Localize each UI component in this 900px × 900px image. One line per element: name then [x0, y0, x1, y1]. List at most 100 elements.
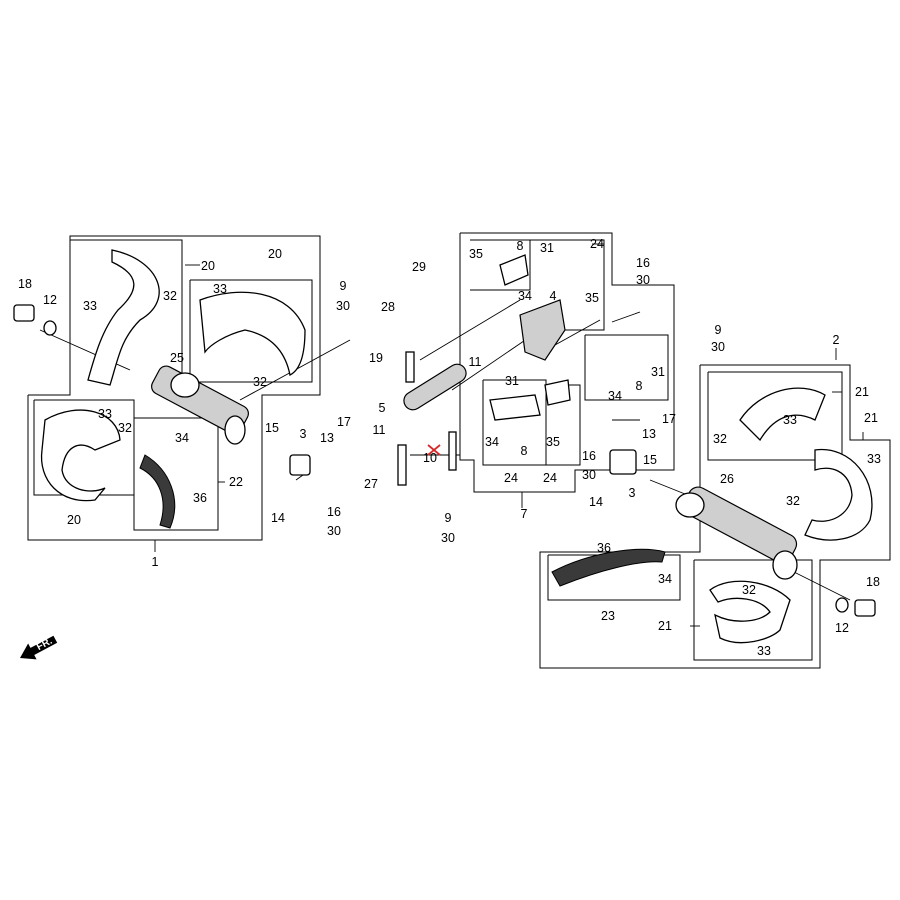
bearing-holder-3-left [289, 454, 311, 476]
callout-lbl-31-b: 31 [505, 374, 519, 388]
callout-lbl-9-c: 9 [715, 323, 722, 337]
auger-blade-21-right [804, 448, 873, 541]
auger-blade-20-lower [40, 409, 121, 502]
callout-lbl-28: 28 [381, 300, 395, 314]
callout-lbl-16-a: 16 [327, 505, 341, 519]
callout-lbl-9-a: 9 [340, 279, 347, 293]
callout-lbl-34-c: 34 [608, 389, 622, 403]
callout-lbl-31-c: 31 [651, 365, 665, 379]
callout-lbl-34-a: 34 [175, 431, 189, 445]
callout-lbl-24-a: 24 [590, 237, 604, 251]
callout-lbl-34-e: 34 [658, 572, 672, 586]
callout-lbl-14-b: 14 [589, 495, 603, 509]
bolt-10 [448, 431, 457, 471]
callout-lbl-20-b: 20 [268, 247, 282, 261]
ribbon-blade-23 [551, 548, 666, 587]
callout-lbl-8-b: 8 [636, 379, 643, 393]
auger-blade-20-right [199, 291, 306, 376]
washer-12-left [43, 320, 57, 336]
callout-lbl-33-a: 33 [83, 299, 97, 313]
callout-lbl-17-a: 17 [337, 415, 351, 429]
callout-lbl-25: 25 [170, 351, 184, 365]
callout-lbl-33-d: 33 [783, 413, 797, 427]
callout-lbl-31-a: 31 [540, 241, 554, 255]
parts [13, 249, 876, 644]
auger-blade-21-top [739, 387, 826, 442]
gear-case-4 [519, 299, 566, 361]
callout-lbl-21-a: 21 [855, 385, 869, 399]
callout-lbl-32-b: 32 [253, 375, 267, 389]
auger-hub-left [170, 372, 200, 398]
callout-lbl-3-a: 3 [300, 427, 307, 441]
callout-lbl-9-b: 9 [445, 511, 452, 525]
callout-lbl-34-d: 34 [485, 435, 499, 449]
callout-lbl-4: 4 [550, 289, 557, 303]
callout-lbl-13-a: 13 [320, 431, 334, 445]
red-x-mark [427, 444, 441, 456]
ribbon-blade-22 [139, 454, 176, 529]
bracket-24-a [499, 254, 529, 286]
bolt-27 [397, 444, 407, 486]
callout-lbl-11-b: 11 [373, 423, 386, 437]
callout-lbl-12-left: 12 [43, 293, 57, 307]
callout-lbl-33-c: 33 [98, 407, 112, 421]
callout-lbl-36-a: 36 [193, 491, 207, 505]
callout-lbl-17-b: 17 [662, 412, 676, 426]
callout-lbl-21-b: 21 [864, 411, 878, 425]
callout-lbl-7: 7 [521, 507, 528, 521]
callout-lbl-21-c: 21 [658, 619, 672, 633]
callout-lbl-30-b: 30 [336, 299, 350, 313]
callout-lbl-30-a: 30 [327, 524, 341, 538]
callout-lbl-12-right: 12 [835, 621, 849, 635]
callout-lbl-36-b: 36 [597, 541, 611, 555]
callout-lbl-23: 23 [601, 609, 615, 623]
callout-lbl-32-f: 32 [742, 583, 756, 597]
callout-lbl-32-d: 32 [713, 432, 727, 446]
flange-bolt-18-right [854, 599, 876, 617]
callout-lbl-15-b: 15 [643, 453, 657, 467]
bearing-holder-3-right [609, 449, 637, 475]
callout-lbl-11-a: 11 [469, 355, 482, 369]
bolt-19 [405, 351, 415, 383]
callout-lbl-15-a: 15 [265, 421, 279, 435]
callout-lbl-24-c: 24 [543, 471, 557, 485]
auger-blade-21-lower [709, 580, 791, 644]
front-arrow-icon: FR. [20, 636, 58, 660]
callout-lbl-5: 5 [379, 401, 386, 415]
callout-lbl-13-b: 13 [642, 427, 656, 441]
auger-drive-shaft-5 [403, 363, 467, 411]
washer-12-right [835, 597, 849, 613]
flange-bolt-18-left [13, 304, 35, 322]
bracket-24-c [544, 379, 571, 406]
callout-lbl-19: 19 [369, 351, 383, 365]
callout-lbl-30-e: 30 [711, 340, 725, 354]
callout-lbl-32-a: 32 [163, 289, 177, 303]
callout-lbl-35-c: 35 [546, 435, 560, 449]
callout-lbl-35-b: 35 [585, 291, 599, 305]
callout-lbl-8-a: 8 [517, 239, 524, 253]
callout-lbl-29: 29 [412, 260, 426, 274]
auger-blade-20-upper [87, 249, 160, 386]
callout-lbl-18-right: 18 [866, 575, 880, 589]
callout-lbl-18-left: 18 [18, 277, 32, 291]
auger-hub-right [224, 415, 246, 445]
callout-lbl-24-b: 24 [504, 471, 518, 485]
callout-lbl-26: 26 [720, 472, 734, 486]
auger-hub-26-left [675, 492, 705, 518]
callout-lbl-14-a: 14 [271, 511, 285, 525]
bracket-24-b [489, 394, 541, 421]
callout-lbl-8-c: 8 [521, 444, 528, 458]
callout-lbl-3-b: 3 [629, 486, 636, 500]
callout-lbl-34-b: 34 [518, 289, 532, 303]
callout-lbl-20-c: 20 [67, 513, 81, 527]
callout-lbl-16-b: 16 [636, 256, 650, 270]
callout-lbl-33-f: 33 [757, 644, 771, 658]
callout-lbl-30-d: 30 [636, 273, 650, 287]
callout-lbl-30-c: 30 [441, 531, 455, 545]
callout-lbl-32-c: 32 [118, 421, 132, 435]
callout-lbl-16-c: 16 [582, 449, 596, 463]
callout-lbl-33-e: 33 [867, 452, 881, 466]
